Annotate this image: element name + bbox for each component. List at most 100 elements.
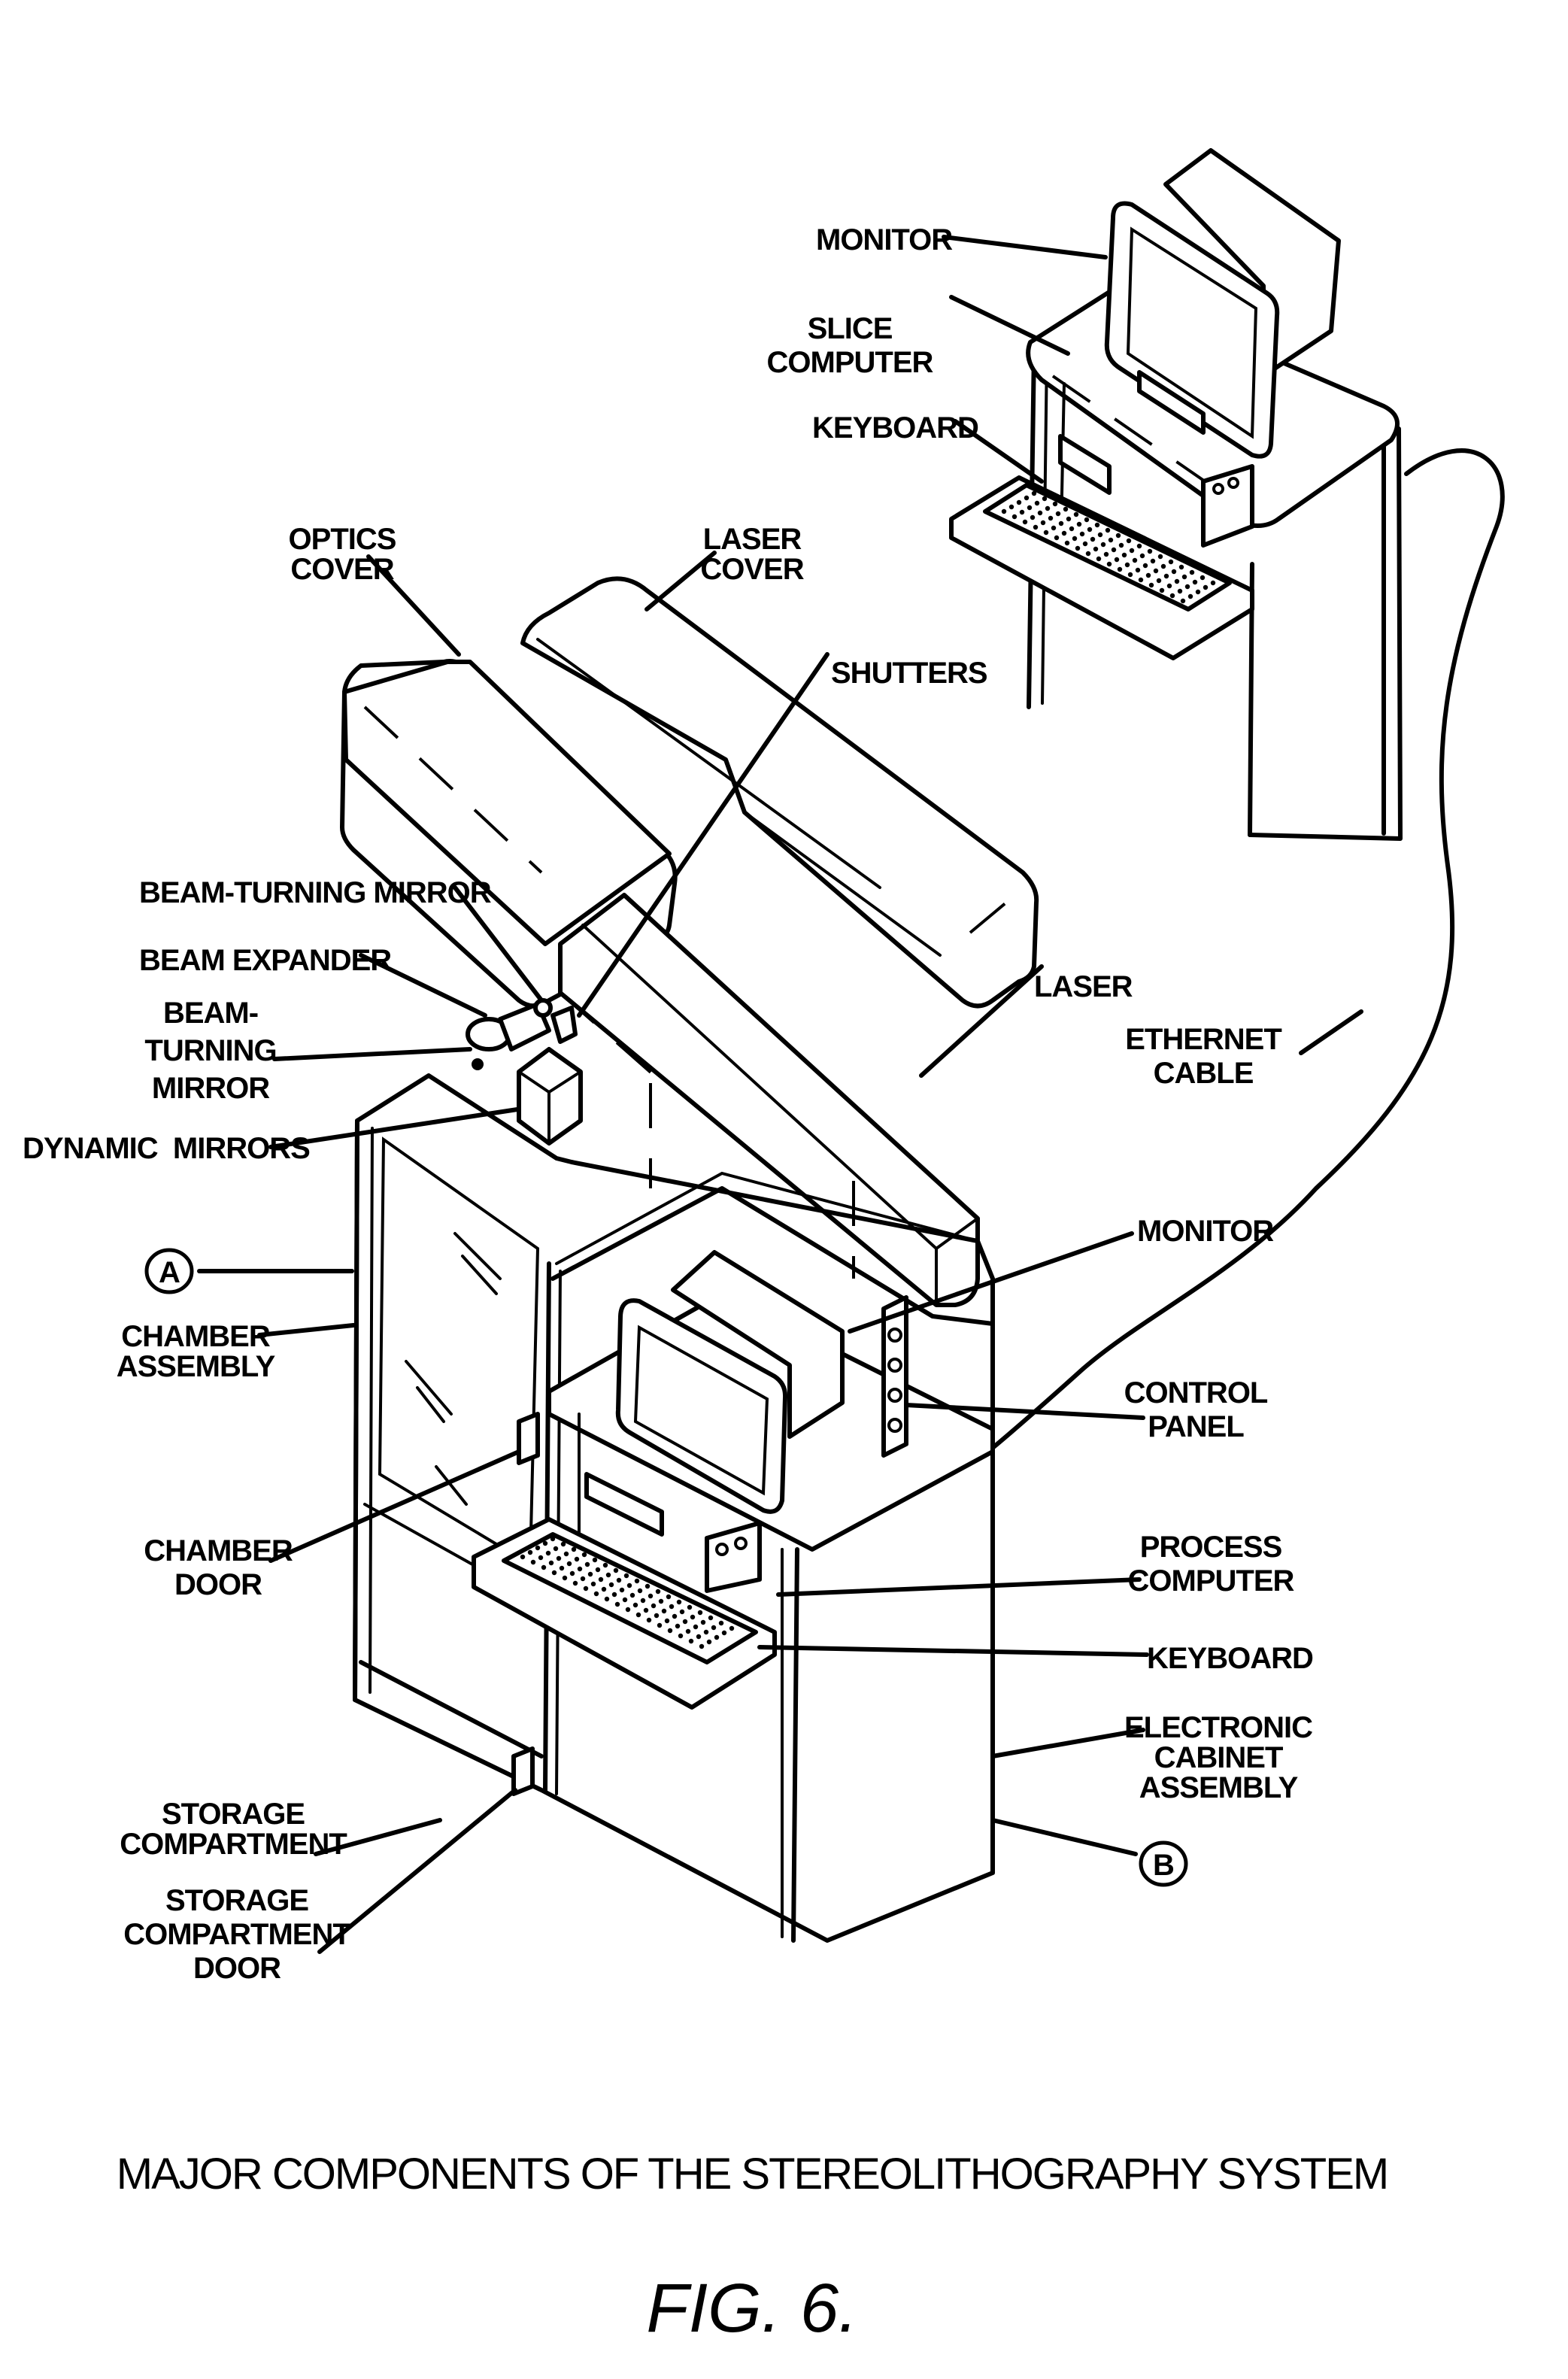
label-slice-keyboard: KEYBOARD <box>812 411 978 445</box>
key <box>672 1614 677 1619</box>
key <box>1211 581 1215 585</box>
key <box>585 1562 590 1567</box>
key <box>1080 532 1084 536</box>
key <box>1119 543 1124 548</box>
key <box>626 1607 630 1612</box>
key <box>693 1625 698 1629</box>
key <box>641 1598 645 1603</box>
key <box>1128 572 1133 577</box>
key <box>591 1582 596 1586</box>
key <box>1056 511 1060 516</box>
key <box>1069 526 1074 531</box>
storage-door-handle <box>514 1749 532 1794</box>
key <box>575 1557 579 1561</box>
key <box>1160 588 1164 593</box>
key <box>572 1547 576 1552</box>
key <box>557 1556 561 1561</box>
key <box>1188 594 1193 599</box>
key <box>654 1613 659 1618</box>
key <box>1161 564 1166 569</box>
key <box>689 1639 693 1643</box>
label-beam-expander: BEAM EXPANDER <box>139 944 392 977</box>
key <box>662 1609 666 1613</box>
key <box>581 1576 585 1581</box>
key <box>630 1593 635 1598</box>
slice-computer-drive-2 <box>1203 466 1252 545</box>
key <box>623 1598 627 1602</box>
key <box>1063 507 1068 511</box>
key <box>687 1605 692 1610</box>
key <box>1154 569 1158 573</box>
key <box>1112 548 1116 552</box>
key <box>1023 520 1027 524</box>
key <box>719 1621 723 1625</box>
key <box>561 1542 566 1546</box>
key <box>1149 583 1154 587</box>
key <box>1033 525 1038 530</box>
key <box>570 1571 575 1576</box>
key <box>647 1618 651 1622</box>
key <box>690 1615 695 1619</box>
key <box>1093 547 1098 551</box>
key <box>578 1567 582 1571</box>
key <box>698 1610 702 1615</box>
label-chamber-door-1: CHAMBER <box>144 1534 293 1567</box>
key <box>1075 546 1080 551</box>
key <box>696 1634 701 1639</box>
key <box>1196 590 1200 594</box>
key <box>1086 551 1090 556</box>
key <box>573 1581 578 1585</box>
key <box>1181 599 1185 603</box>
key <box>1041 520 1045 525</box>
key <box>1077 522 1081 526</box>
key <box>1151 559 1155 563</box>
key <box>1032 491 1036 496</box>
key <box>635 1579 639 1583</box>
key <box>1115 557 1119 562</box>
key <box>1017 500 1021 505</box>
shutters <box>553 1008 575 1042</box>
key <box>1136 568 1140 572</box>
label-electronic-cabinet-1: ELECTRONIC <box>1124 1711 1312 1744</box>
label-beam-turning-mirror-2: TURNING <box>144 1034 276 1067</box>
chamber-door-handle <box>519 1414 538 1463</box>
key <box>1146 573 1151 578</box>
key <box>704 1630 708 1634</box>
chamber-front-edge <box>355 1121 357 1700</box>
key <box>714 1635 719 1640</box>
label-slice-computer-2: COMPUTER <box>767 346 934 379</box>
key <box>1105 528 1110 533</box>
key <box>1074 512 1078 517</box>
label-process-monitor: MONITOR <box>1137 1215 1274 1248</box>
key <box>1098 533 1102 537</box>
key <box>1030 515 1035 520</box>
figure-label: FIG. 6. <box>646 2270 857 2347</box>
key <box>1002 509 1006 514</box>
key <box>609 1582 614 1587</box>
key <box>707 1640 711 1644</box>
key <box>1048 516 1053 520</box>
key <box>1059 521 1063 526</box>
key <box>1137 544 1142 548</box>
label-beam-turning-mirror-1: BEAM- <box>163 997 258 1030</box>
key <box>1012 514 1017 519</box>
key <box>588 1572 593 1576</box>
label-dynamic-mirrors: DYNAMIC MIRRORS <box>23 1132 310 1165</box>
key <box>1104 552 1109 557</box>
key <box>582 1552 587 1557</box>
key <box>1038 511 1042 515</box>
key <box>596 1567 600 1572</box>
key <box>1107 562 1112 566</box>
key <box>593 1558 597 1562</box>
key <box>665 1619 669 1623</box>
key <box>1109 538 1113 542</box>
key <box>711 1625 716 1630</box>
slice-computer-drive <box>1060 436 1109 493</box>
key <box>1044 530 1048 535</box>
key <box>535 1546 540 1550</box>
key <box>1101 542 1105 547</box>
key <box>1065 541 1069 545</box>
beam-turning-mirror-top <box>535 1000 550 1015</box>
key <box>1042 496 1047 501</box>
